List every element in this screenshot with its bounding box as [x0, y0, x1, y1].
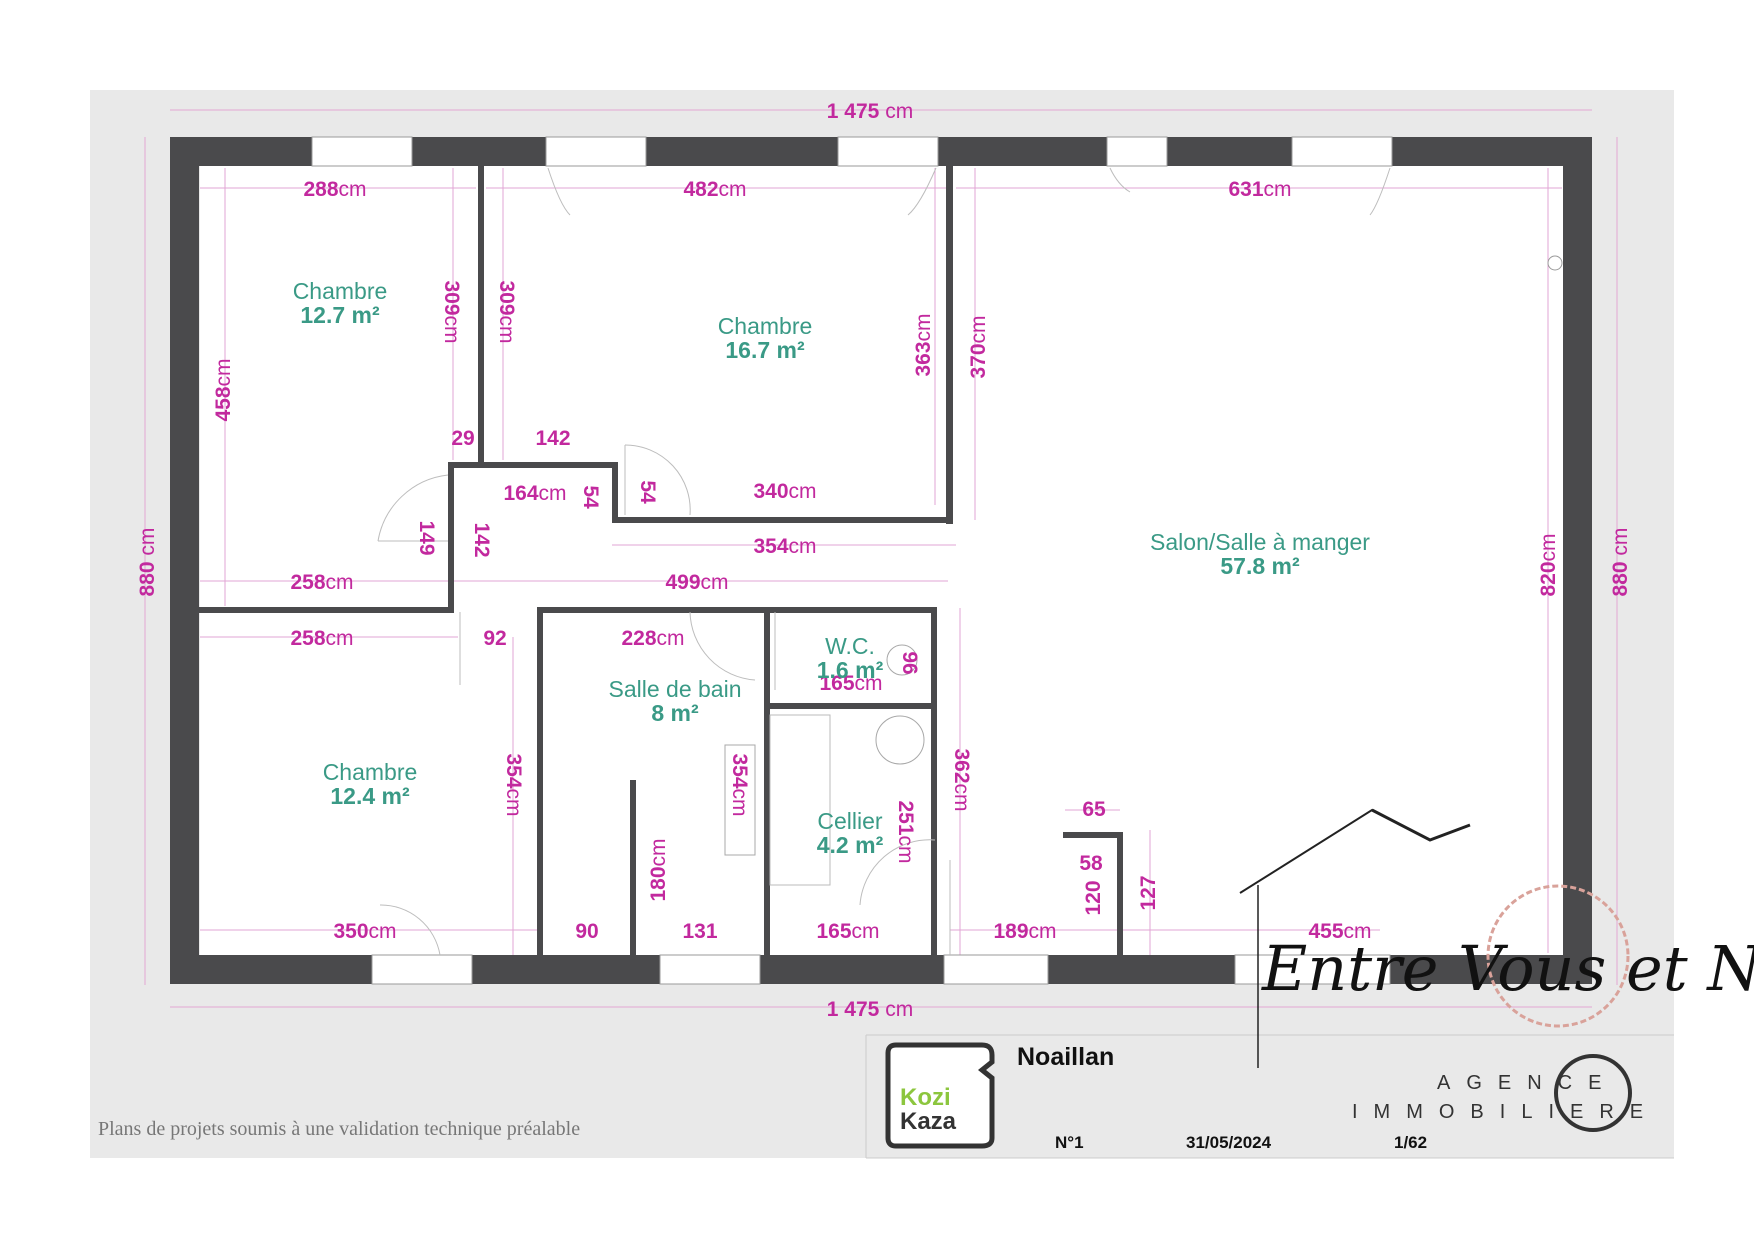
dim-165a: 165cm: [819, 672, 882, 695]
dim-164: 164cm: [503, 482, 566, 505]
windows: [311, 136, 1393, 985]
dim-65: 65: [1082, 798, 1106, 821]
svg-text:Kaza: Kaza: [900, 1108, 957, 1135]
dim-90: 90: [575, 920, 598, 943]
dim-127: 127: [1137, 875, 1160, 910]
interior-floor: [200, 165, 1564, 955]
dim-455: 455cm: [1308, 920, 1371, 943]
dim-820: 820cm: [1537, 533, 1560, 596]
dim-309a: 309cm: [440, 280, 463, 343]
plan-date: 31/05/2024: [1186, 1133, 1272, 1152]
room-area: 4.2 m²: [817, 832, 884, 858]
room-area: 8 m²: [651, 700, 699, 726]
dim-142a: 142: [535, 427, 570, 450]
dim-354c: 354cm: [728, 753, 751, 816]
dim-top-width: 1 475 cm: [827, 100, 913, 123]
dim-370: 370cm: [967, 315, 990, 378]
doors: [377, 167, 1391, 956]
dim-340: 340cm: [753, 480, 816, 503]
dim-363: 363cm: [912, 313, 935, 376]
dim-309b: 309cm: [495, 280, 518, 343]
water-heater-icon: [875, 715, 925, 765]
dim-251: 251cm: [894, 800, 917, 863]
plan-number: N°1: [1055, 1133, 1084, 1152]
dim-350: 350cm: [333, 920, 396, 943]
dim-258a: 258cm: [290, 571, 353, 594]
dim-228: 228cm: [621, 627, 684, 650]
dim-54a: 54: [579, 485, 602, 509]
room-name: Salon/Salle à manger: [1150, 529, 1370, 555]
agency-watermark: Entre Vous et Nous! AGENCE IMMOBILIERE: [1239, 808, 1754, 1132]
dim-96: 96: [898, 651, 921, 674]
dim-482: 482cm: [683, 178, 746, 201]
dim-92: 92: [483, 627, 506, 650]
bathtub-icon: [724, 744, 756, 856]
svg-text:Kozi: Kozi: [900, 1084, 951, 1111]
dim-165b: 165cm: [816, 920, 879, 943]
fixtures: [724, 255, 1563, 886]
agency-slogan: Entre Vous et Nous!: [1261, 932, 1754, 1005]
room-name: Chambre: [293, 278, 388, 304]
kozikaza-logo: Kozi Kaza: [885, 1042, 995, 1149]
agency-line-1: AGENCE: [1437, 1072, 1617, 1094]
dim-142b: 142: [470, 522, 493, 557]
room-name: Cellier: [817, 808, 883, 834]
disclaimer-text: Plans de projets soumis à une validation…: [98, 1118, 580, 1140]
page-count: 1/62: [1394, 1133, 1427, 1152]
dim-bottom-width: 1 475 cm: [827, 998, 913, 1021]
drain-icon: [1547, 255, 1563, 271]
dim-288: 288cm: [303, 178, 366, 201]
room-name: Chambre: [323, 759, 418, 785]
dim-120: 120: [1082, 880, 1105, 915]
agency-logo-icon: [1554, 1054, 1632, 1132]
dim-499: 499cm: [665, 571, 728, 594]
dim-189: 189cm: [993, 920, 1056, 943]
dim-131: 131: [682, 920, 717, 943]
room-area: 12.4 m²: [330, 783, 410, 809]
room-area: 57.8 m²: [1220, 553, 1300, 579]
dim-458: 458cm: [212, 358, 235, 421]
dim-354b: 354cm: [502, 753, 525, 816]
dim-left-height: 880 cm: [136, 528, 159, 597]
rose-gold-circle: [1486, 884, 1630, 1028]
dim-180: 180cm: [647, 838, 670, 901]
dim-149: 149: [415, 520, 438, 555]
toilet-icon: [886, 644, 918, 676]
dim-right-height: 880 cm: [1609, 528, 1632, 597]
room-area: 1.6 m²: [817, 657, 884, 683]
dim-29: 29: [451, 427, 474, 450]
room-area: 12.7 m²: [300, 302, 380, 328]
dim-631: 631cm: [1228, 178, 1291, 201]
agency-line-2: IMMOBILIERE: [1352, 1101, 1659, 1123]
dim-258b: 258cm: [290, 627, 353, 650]
room-area: 16.7 m²: [725, 337, 805, 363]
room-name: Chambre: [718, 313, 813, 339]
dim-354a: 354cm: [753, 535, 816, 558]
city-name: Noaillan: [1017, 1043, 1114, 1071]
dimension-lines: [144, 109, 1618, 1008]
title-block: Kozi Kaza Noaillan N°1 31/05/2024 1/62 P…: [98, 1034, 1674, 1159]
dim-362: 362cm: [950, 748, 973, 811]
dimension-labels: 1 475 cm 1 475 cm 880 cm 880 cm 288cm 48…: [136, 100, 1632, 1021]
dim-54b: 54: [636, 480, 659, 504]
room-name: W.C.: [825, 633, 875, 659]
room-labels: Chambre 12.7 m² Chambre 16.7 m² Salon/Sa…: [293, 278, 1371, 858]
room-name: Salle de bain: [609, 676, 742, 702]
dim-58: 58: [1079, 852, 1103, 875]
